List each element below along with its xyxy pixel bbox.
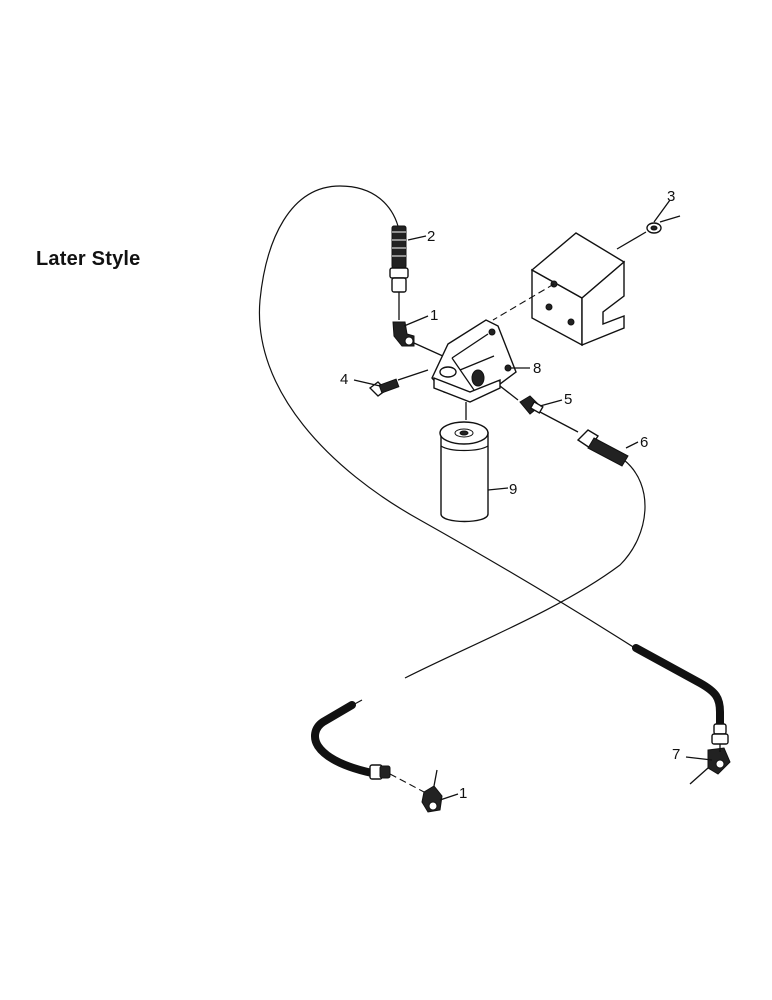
part-7-elbow-fitting [707,723,731,775]
callout-1-bottom: 1 [459,785,467,802]
part-1-elbow-fitting-top [392,321,415,347]
alignment-line-bracket [492,283,555,321]
callout-1-top: 1 [430,307,438,324]
tube-end-fitting-lower-left [369,764,391,780]
tube-lower-left [311,701,376,777]
part-4-bolt [368,378,400,397]
callout-4: 4 [340,371,348,388]
tube-lower-right [632,644,724,729]
callout-9: 9 [509,481,517,498]
part-1-elbow-fitting-bottom [421,785,443,813]
callout-3: 3 [667,188,675,205]
part-3-nut [646,222,662,234]
callout-5: 5 [564,391,572,408]
mounting-bracket [530,232,626,347]
callout-7: 7 [672,746,680,763]
part-2-hose-fitting [389,225,409,293]
diagram-title: Later Style [36,248,141,270]
part-5-adapter [519,395,544,415]
part-8-filter-head [431,319,517,403]
hose-line-return [404,459,646,679]
part-9-filter-element [439,421,489,523]
callout-8: 8 [533,360,541,377]
callout-2: 2 [427,228,435,245]
hose-line-long [258,185,639,651]
callout-6: 6 [640,434,648,451]
part-6-hose-fitting [576,429,629,467]
